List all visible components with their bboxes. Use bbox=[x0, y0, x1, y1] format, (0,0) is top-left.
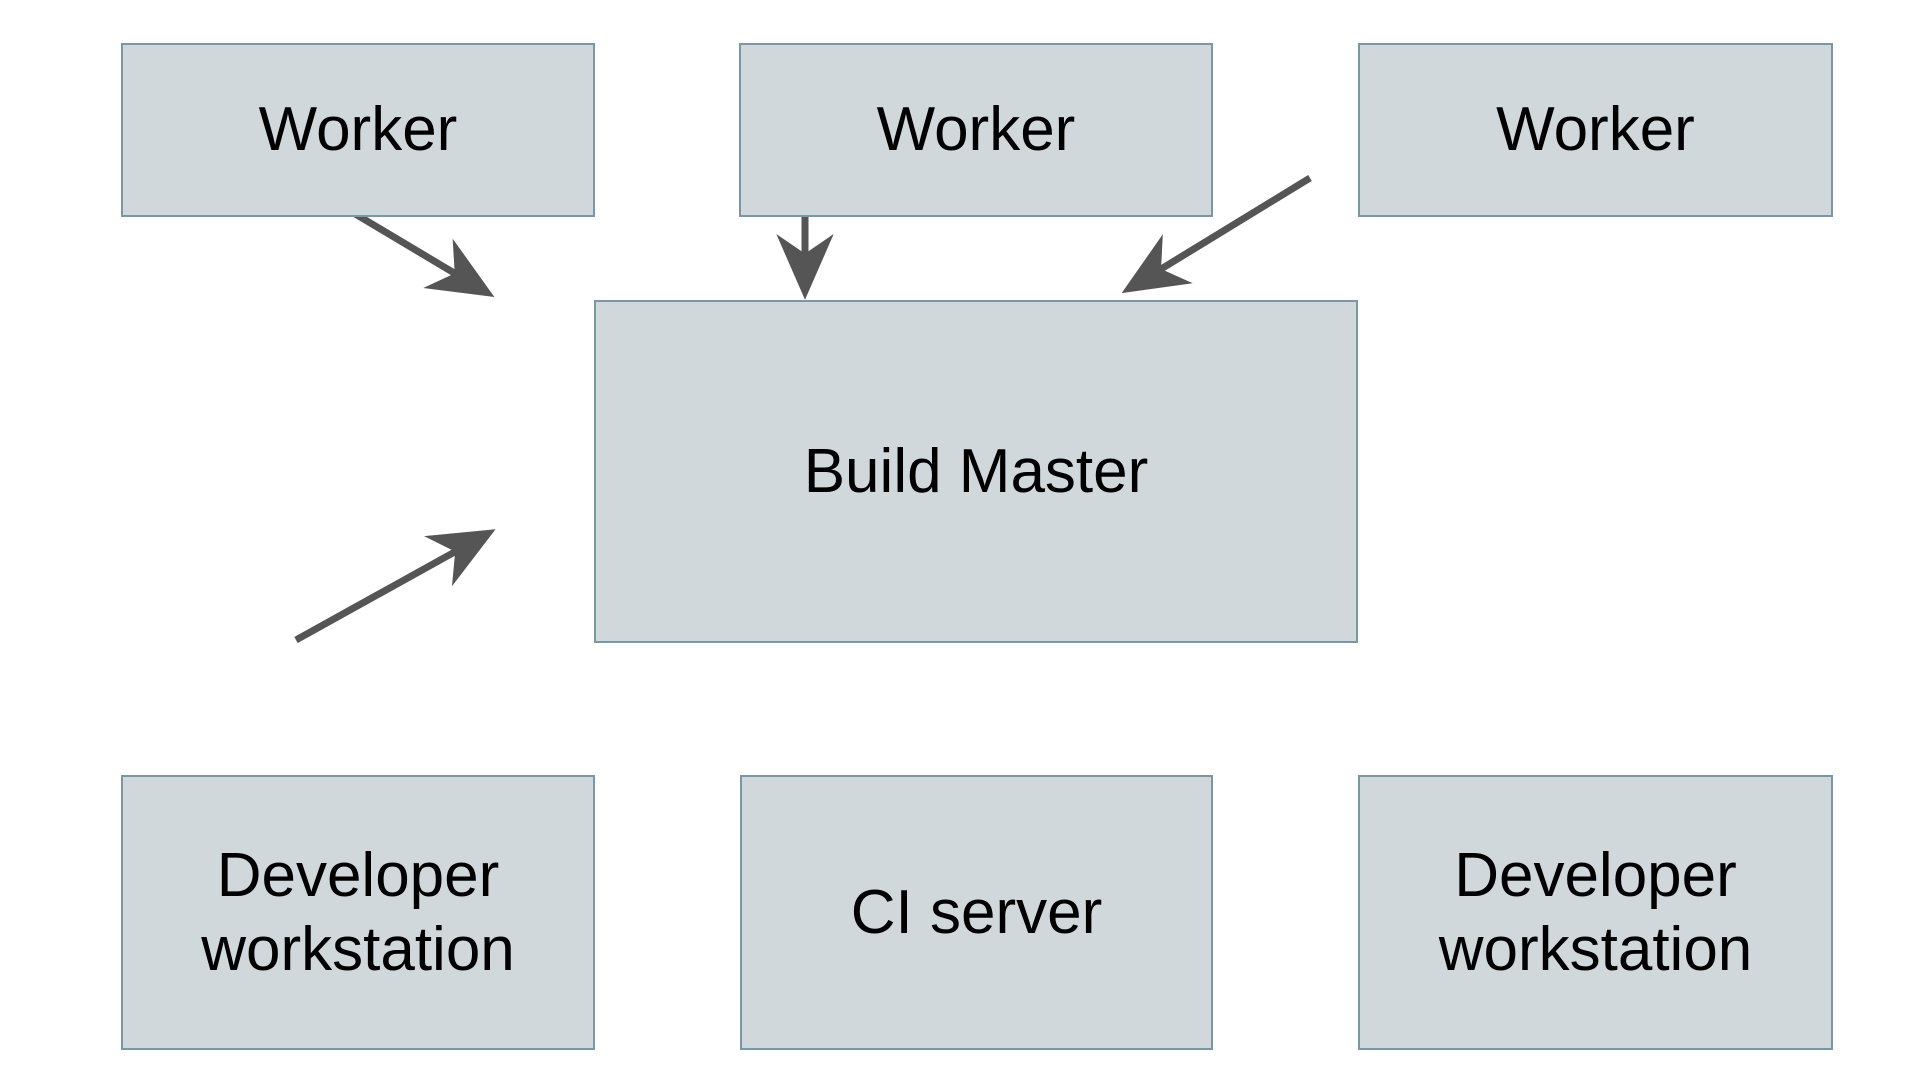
edge-devws-left-to-master bbox=[294, 529, 496, 644]
node-developer-workstation-left[interactable]: Developer workstation bbox=[121, 775, 595, 1050]
node-build-master[interactable]: Build Master bbox=[594, 300, 1358, 643]
node-build-master-label: Build Master bbox=[803, 436, 1149, 506]
node-ci-server[interactable]: CI server bbox=[740, 775, 1213, 1050]
node-developer-workstation-left-label: Developer workstation bbox=[201, 841, 515, 984]
node-developer-workstation-right-label: Developer workstation bbox=[1438, 841, 1753, 984]
node-developer-workstation-right[interactable]: Developer workstation bbox=[1358, 775, 1833, 1050]
node-worker-1[interactable]: Worker bbox=[121, 43, 595, 217]
node-worker-3[interactable]: Worker bbox=[1358, 43, 1833, 217]
node-worker-2-label: Worker bbox=[876, 95, 1076, 165]
node-worker-3-label: Worker bbox=[1496, 95, 1695, 165]
node-ci-server-label: CI server bbox=[850, 877, 1103, 947]
node-worker-2[interactable]: Worker bbox=[739, 43, 1213, 217]
node-worker-1-label: Worker bbox=[258, 95, 458, 165]
